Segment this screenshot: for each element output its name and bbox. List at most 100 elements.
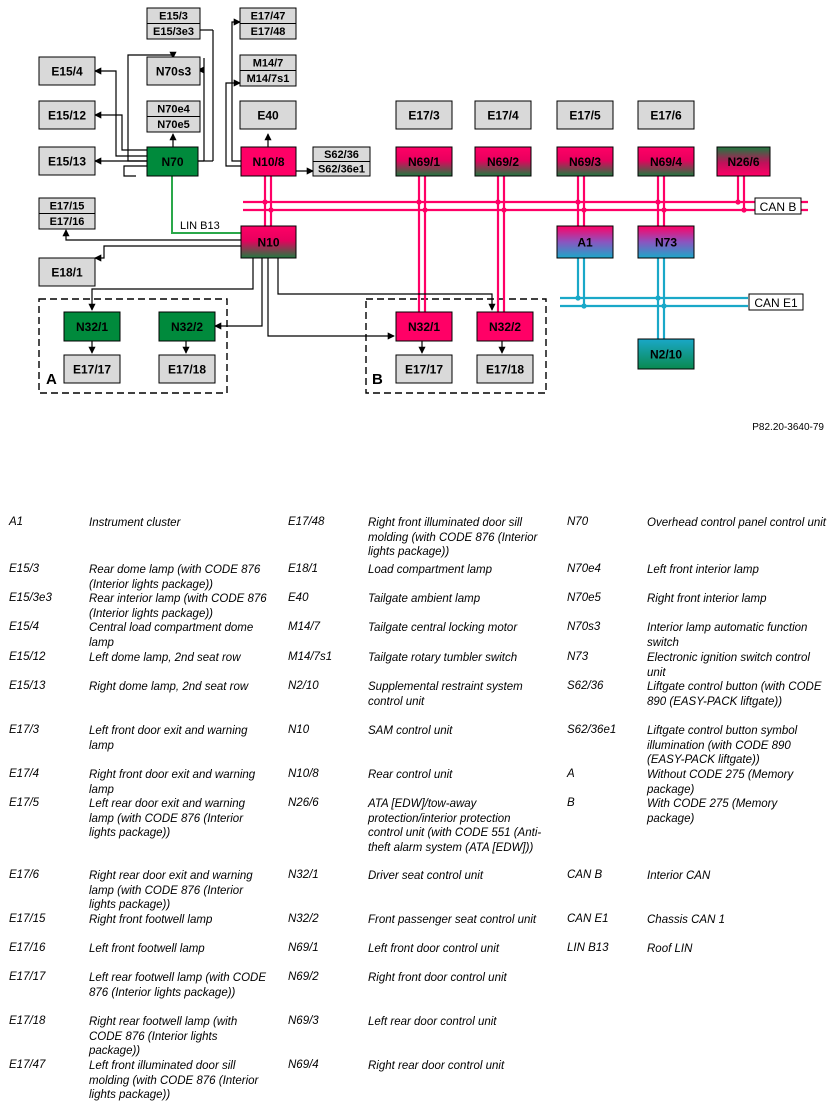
legend-description: Right front door exit and warning lamp [89, 769, 256, 796]
legend-code: E17/47 [9, 1059, 46, 1071]
legend-description: Instrument cluster [89, 517, 181, 529]
legend-code: N70e5 [567, 592, 601, 604]
node-box [476, 354, 534, 384]
node-n70s3: N70s3 [146, 56, 201, 86]
node-e17-5: E17/5 [556, 100, 614, 130]
legend-description: Right rear door control unit [368, 1060, 505, 1072]
node-label: E17/48 [251, 26, 286, 38]
legend-description: Central load compartment dome lamp [89, 622, 254, 649]
node-label: N69/3 [569, 155, 601, 169]
legend-description: Left front interior lamp [647, 564, 759, 576]
node-box [476, 311, 534, 342]
legend-description: ATA [EDW]/tow-away protection/interior p… [368, 798, 542, 854]
legend-description: Right dome lamp, 2nd seat row [89, 681, 249, 693]
node-n73: N73 [637, 225, 695, 259]
legend-code: N69/4 [288, 1059, 319, 1071]
node-label: E17/17 [405, 362, 443, 376]
legend-description: Right front door control unit [368, 972, 507, 984]
node-label: N32/2 [489, 320, 521, 334]
legend-code: E15/4 [9, 621, 40, 633]
legend-code: N70s3 [567, 621, 601, 633]
legend-code: N70e4 [567, 563, 601, 575]
legend-description: Without CODE 275 (Memory package) [647, 769, 794, 796]
node-label: E17/3 [408, 108, 440, 122]
legend-description: Driver seat control unit [368, 870, 484, 882]
node-e18-1: E18/1 [38, 257, 96, 287]
legend-description: Supplemental restraint system control un… [368, 681, 523, 708]
legend-code: N73 [567, 651, 589, 663]
legend-code: N69/2 [288, 971, 319, 983]
node-label: N32/1 [76, 320, 108, 334]
legend-code: E17/17 [9, 971, 46, 983]
node-label: A1 [577, 235, 593, 249]
group-b-frame [365, 298, 547, 394]
node-e15-4: E15/4 [38, 56, 96, 86]
legend-description: Left rear door exit and warning lamp (wi… [89, 798, 245, 839]
node-label: N69/4 [650, 155, 682, 169]
node-box [395, 146, 453, 177]
legend-code: S62/36 [567, 680, 604, 692]
node-label: N70e4 [157, 104, 190, 116]
node-label: N69/1 [408, 155, 440, 169]
node-label: E15/4 [51, 64, 83, 78]
legend-description: Front passenger seat control unit [368, 914, 537, 926]
node-n10: N10 [240, 225, 297, 259]
legend-code: N32/1 [288, 869, 319, 881]
node-n2-10: N2/10 [637, 338, 695, 370]
legend-code: S62/36e1 [567, 724, 617, 736]
legend-description: Electronic ignition switch control unit [647, 652, 810, 679]
node-label: E18/1 [51, 265, 83, 279]
can-e1-bus [560, 258, 748, 339]
legend-description: Rear dome lamp (with CODE 876 (Interior … [89, 564, 261, 591]
node-label: E17/47 [251, 11, 286, 23]
node-box [474, 100, 532, 130]
node-box [556, 225, 614, 259]
legend-code: E15/12 [9, 651, 46, 663]
legend-code: LIN B13 [567, 942, 609, 954]
legend-code: N10 [288, 724, 310, 736]
node-a1: A1 [556, 225, 614, 259]
node-box [637, 225, 695, 259]
legend-code: CAN B [567, 869, 603, 881]
can-b-bus [243, 176, 808, 313]
node-label: E17/17 [73, 362, 111, 376]
legend-code: E17/5 [9, 797, 40, 809]
legend-description: Liftgate control button (with CODE 890 (… [647, 681, 822, 708]
node-box [239, 100, 297, 130]
node-n32-1b: N32/1 [395, 311, 453, 342]
node-box [158, 311, 216, 342]
node-box [637, 100, 695, 130]
legend-description: Liftgate control button symbol illuminat… [647, 725, 798, 766]
node-n69-1: N69/1 [395, 146, 453, 177]
node-n32-1a: N32/1 [63, 311, 121, 342]
legend-description: Interior CAN [647, 870, 711, 882]
node-e17-6: E17/6 [637, 100, 695, 130]
node-box [158, 354, 216, 384]
legend-code: E17/6 [9, 869, 40, 881]
legend-description: Left front door exit and warning lamp [89, 725, 248, 752]
legend-code: E15/13 [9, 680, 46, 692]
signal-wires [62, 18, 506, 354]
lin-b13-label: LIN B13 [180, 220, 220, 232]
legend-code: N70 [567, 516, 589, 528]
legend-code: E17/15 [9, 913, 46, 925]
node-box [395, 100, 453, 130]
node-label: E15/3e3 [153, 26, 194, 38]
legend-description: Left rear door control unit [368, 1016, 497, 1028]
node-label: N2/10 [650, 347, 682, 361]
legend-code: E18/1 [288, 563, 319, 575]
can-e1-junctions [575, 295, 667, 309]
node-label: N32/2 [171, 320, 203, 334]
legend-description: Left front door control unit [368, 943, 500, 955]
node-box [146, 56, 201, 86]
legend-description: Left front footwell lamp [89, 943, 205, 955]
legend-description: Left front illuminated door sill molding… [89, 1060, 259, 1101]
legend-code: N32/2 [288, 913, 319, 925]
group-a-label: A [46, 371, 57, 388]
node-box [556, 146, 614, 177]
legend-code: N26/6 [288, 797, 319, 809]
node-e17-17a: E17/17 [63, 354, 121, 384]
